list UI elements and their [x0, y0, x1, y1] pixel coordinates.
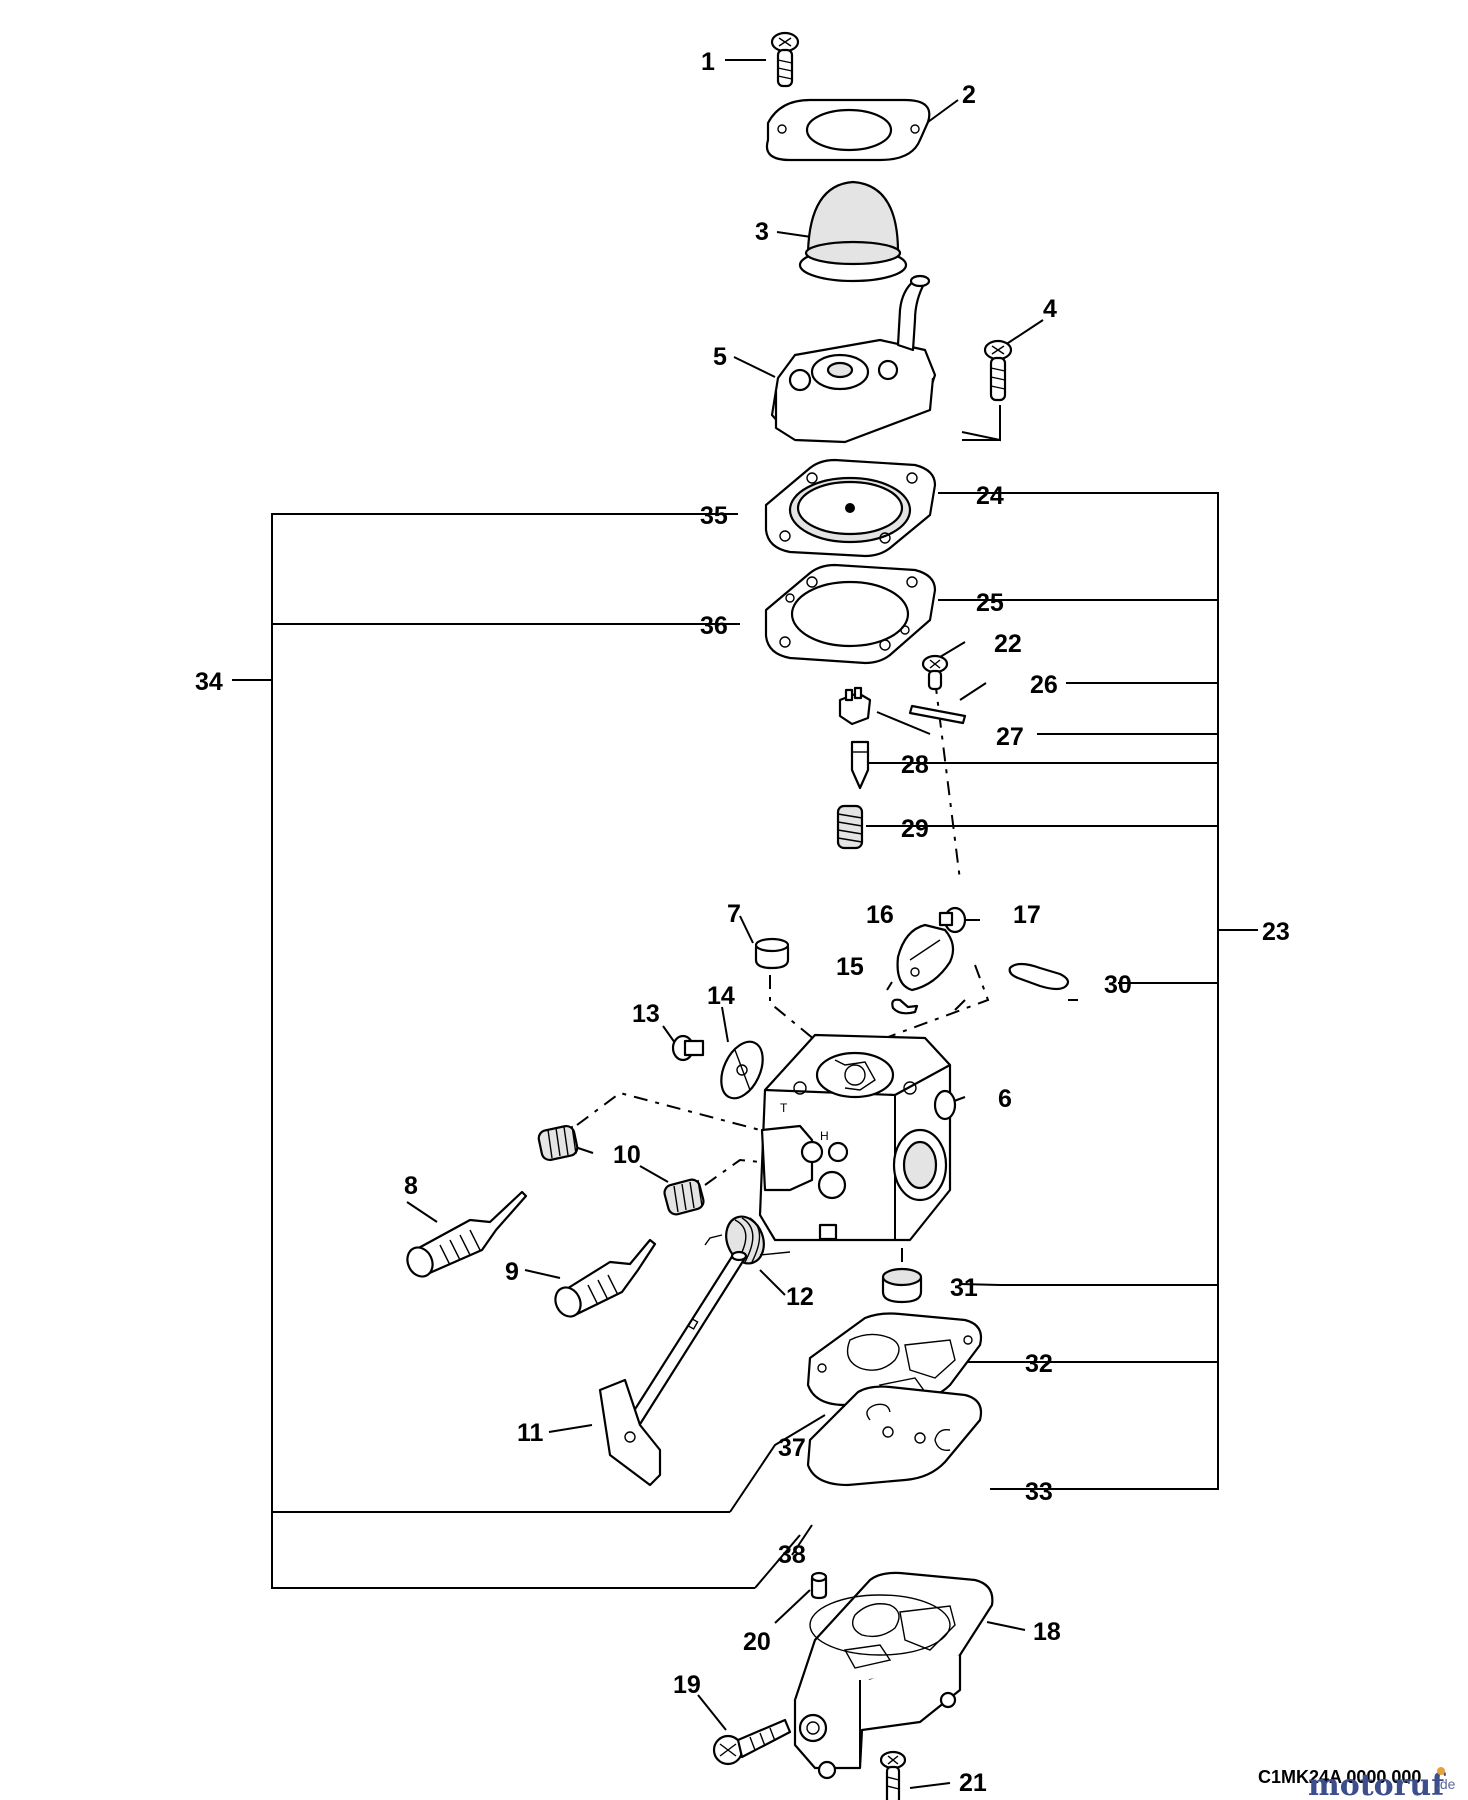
screw-4-icon — [983, 339, 1013, 402]
pin-26-icon — [908, 704, 967, 725]
label-8: 8 — [404, 1172, 418, 1200]
label-35: 35 — [700, 502, 728, 530]
label-7: 7 — [727, 900, 741, 928]
label-36: 36 — [700, 612, 728, 640]
label-5: 5 — [713, 343, 727, 371]
label-18: 18 — [1033, 1618, 1061, 1646]
watermark-suffix: .de — [1436, 1776, 1456, 1792]
pump-cover-5-icon — [770, 274, 937, 444]
label-33: 33 — [1025, 1478, 1053, 1506]
label-10: 10 — [613, 1141, 641, 1169]
label-30: 30 — [1104, 971, 1132, 999]
group-bracket-23 — [866, 492, 1258, 1490]
label-6: 6 — [998, 1085, 1012, 1113]
label-26: 26 — [1030, 671, 1058, 699]
label-27: 27 — [996, 723, 1024, 751]
plug-7-icon — [754, 937, 790, 970]
e-clip-15-icon — [891, 998, 919, 1015]
label-2: 2 — [962, 81, 976, 109]
pump-diaphragm-33-icon — [806, 1385, 983, 1487]
label-15: 15 — [836, 953, 864, 981]
label-31: 31 — [950, 1274, 978, 1302]
spring-10b-icon — [663, 1178, 705, 1216]
screw-19-icon — [712, 1718, 792, 1766]
label-4: 4 — [1043, 295, 1057, 323]
screw-21-icon — [879, 1750, 907, 1800]
label-17: 17 — [1013, 901, 1041, 929]
label-11: 11 — [517, 1419, 544, 1447]
label-32: 32 — [1025, 1350, 1053, 1378]
label-19: 19 — [673, 1671, 701, 1699]
gasket-25-36-icon — [764, 563, 937, 665]
label-9: 9 — [505, 1258, 519, 1286]
label-34: 34 — [195, 668, 223, 696]
label-20: 20 — [743, 1628, 771, 1656]
label-14: 14 — [707, 982, 735, 1010]
diagram-code: C1MK24A 0000 000 — [1258, 1767, 1421, 1787]
adjust-needle-9-icon — [554, 1238, 657, 1318]
metering-lever-27-icon — [838, 686, 872, 726]
carburetor-body-6-icon: T H — [758, 1033, 957, 1242]
label-22: 22 — [994, 630, 1022, 658]
label-12: 12 — [786, 1283, 814, 1311]
plug-20-icon — [810, 1571, 828, 1600]
screw-17-icon — [938, 906, 967, 934]
filter-screen-31-icon — [881, 1267, 923, 1304]
throttle-shaft-11-icon — [598, 1250, 748, 1487]
label-3: 3 — [755, 218, 769, 246]
callout-labels: 1 2 3 4 5 6 7 8 9 10 11 12 13 14 15 16 1… — [195, 48, 1290, 1797]
inlet-needle-28-icon — [850, 740, 870, 790]
svg-text:T: T — [780, 1101, 788, 1115]
svg-text:H: H — [820, 1129, 829, 1143]
label-38: 38 — [778, 1541, 806, 1569]
label-28: 28 — [901, 751, 929, 779]
label-16: 16 — [866, 901, 894, 929]
spring-10a-icon — [537, 1124, 579, 1162]
leader-lines — [406, 59, 1078, 1789]
label-37: 37 — [778, 1434, 806, 1462]
screw-22-icon — [921, 654, 949, 691]
label-13: 13 — [632, 1000, 660, 1028]
label-25: 25 — [976, 589, 1004, 617]
label-23: 23 — [1262, 918, 1290, 946]
choke-plate-14-icon — [720, 1040, 764, 1100]
adjust-needle-8-icon — [406, 1190, 528, 1278]
pump-body-18-icon — [793, 1571, 994, 1780]
label-1: 1 — [701, 48, 715, 76]
screw-1-icon — [770, 31, 800, 88]
watermark-logo: motoruf .de — [1308, 1767, 1456, 1800]
spring-29-icon — [836, 804, 864, 850]
throttle-plate-16-icon — [896, 923, 955, 992]
watermark-text: motoruf — [1308, 1768, 1446, 1800]
group-bracket-34 — [232, 513, 755, 1589]
gasket-2-icon — [765, 98, 931, 162]
screw-13-icon — [671, 1034, 705, 1062]
label-21: 21 — [959, 1769, 987, 1797]
diaphragm-24-35-icon — [764, 458, 937, 558]
label-29: 29 — [901, 815, 929, 843]
label-24: 24 — [976, 482, 1004, 510]
pump-gasket-32-icon — [806, 1312, 983, 1407]
seal-30-icon — [1008, 962, 1070, 991]
primer-bulb-3-icon — [798, 180, 908, 283]
